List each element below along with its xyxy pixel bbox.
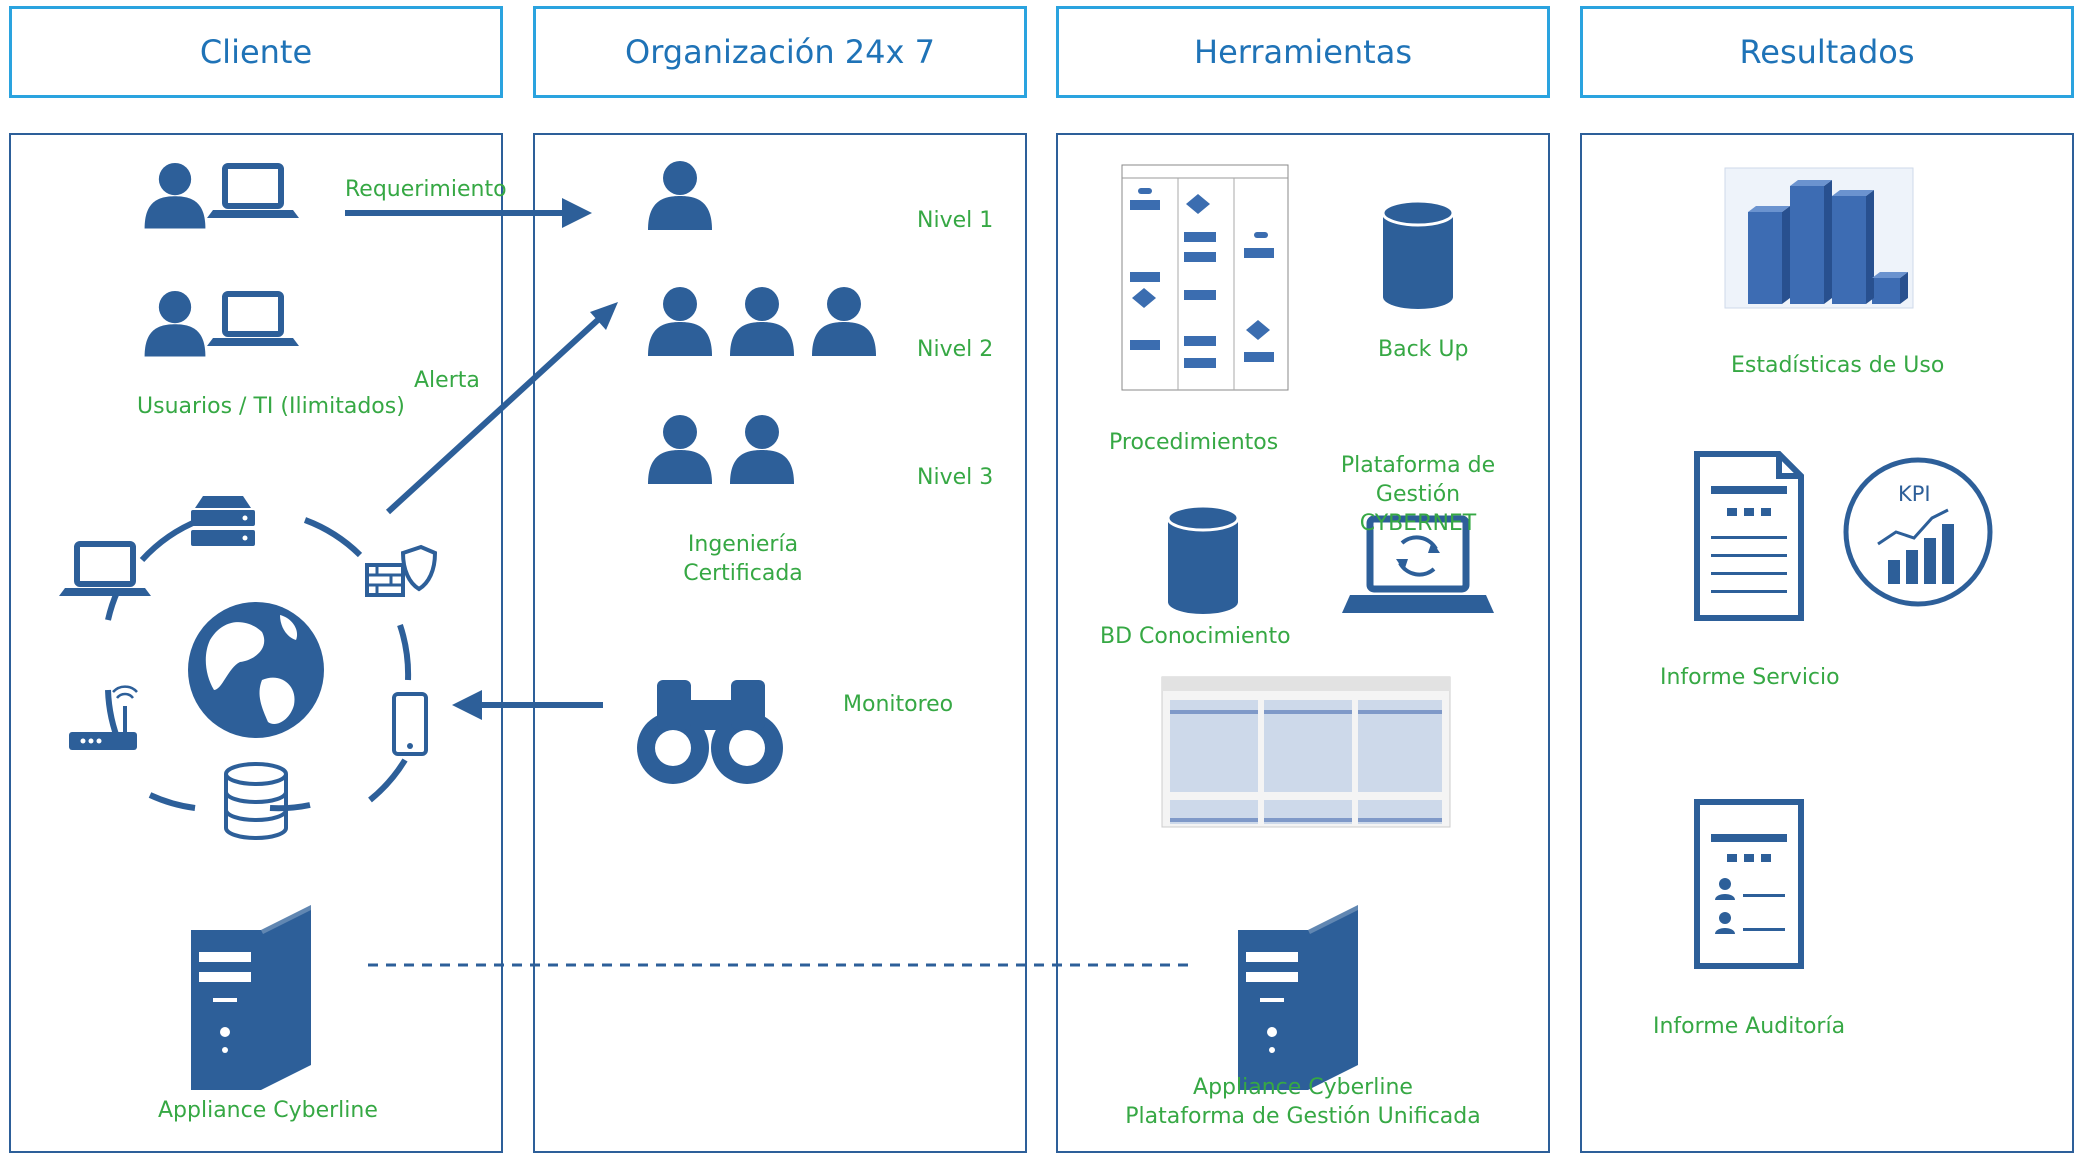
cliente-appliance-label: Appliance Cyberline [158, 1098, 378, 1123]
plataforma-cybernet-label: Plataforma de Gestión CYBERNET [1340, 453, 1496, 536]
header-herramientas-label: Herramientas [1194, 33, 1412, 71]
alerta-arrow [385, 302, 618, 515]
globe-icon [188, 602, 324, 738]
nivel2-person-icon-1 [648, 287, 712, 356]
estadisticas-bar-chart-thumbnail [1724, 167, 1914, 309]
nivel1-label: Nivel 1 [917, 208, 994, 233]
nivel1-person-icon [648, 161, 712, 230]
database-icon [224, 762, 288, 840]
header-organizacion: Organización 24x 7 [533, 6, 1027, 98]
sync-laptop-icon [1342, 515, 1494, 613]
firewall-shield-icon [365, 544, 438, 597]
binoculars-icon [637, 680, 783, 784]
requerimiento-arrow [345, 198, 592, 228]
monitoreo-arrow [452, 690, 603, 720]
kpi-label: KPI [1898, 482, 1931, 506]
estadisticas-label: Estadísticas de Uso [1731, 353, 1945, 378]
header-resultados-label: Resultados [1739, 33, 1915, 71]
nivel3-label: Nivel 3 [917, 465, 994, 490]
nivel2-person-icon-3 [812, 287, 876, 356]
plataforma-dashboard-thumbnail [1161, 676, 1451, 828]
router-icon [69, 685, 138, 750]
bd-cylinder-icon [1166, 504, 1240, 616]
nivel3-person-icon-1 [648, 415, 712, 484]
informe-servicio-label: Informe Servicio [1660, 665, 1840, 690]
nivel3-person-icon-2 [730, 415, 794, 484]
bd-conocimiento-label: BD Conocimiento [1100, 624, 1291, 649]
nivel2-label: Nivel 2 [917, 337, 994, 362]
monitoreo-label: Monitoreo [843, 692, 954, 717]
appliance-server-icon [191, 905, 311, 1090]
laptop-icon [59, 544, 151, 596]
backup-label: Back Up [1378, 337, 1469, 362]
nivel2-person-icon-2 [730, 287, 794, 356]
alerta-label: Alerta [414, 368, 480, 393]
header-cliente-label: Cliente [199, 33, 313, 71]
mobile-phone-icon [392, 692, 428, 756]
procedimientos-flowchart-thumbnail [1121, 164, 1289, 391]
server-rack-icon [191, 496, 255, 546]
header-organizacion-label: Organización 24x 7 [625, 33, 935, 71]
informe-auditoria-label: Informe Auditoría [1653, 1014, 1846, 1039]
informe-auditoria-doc-icon [1694, 799, 1804, 969]
user-laptop-icon-2 [144, 290, 299, 357]
herramientas-server-icon [1238, 905, 1358, 1090]
herramientas-appliance-label: Appliance Cyberline Plataforma de Gestió… [1125, 1075, 1481, 1129]
user-laptop-icon-1 [144, 162, 299, 229]
backup-cylinder-icon [1381, 199, 1455, 311]
procedimientos-label: Procedimientos [1109, 430, 1279, 455]
requerimiento-label: Requerimiento [345, 177, 507, 202]
header-herramientas: Herramientas [1056, 6, 1550, 98]
usuarios-label: Usuarios / TI (Ilimitados) [137, 394, 405, 419]
header-resultados: Resultados [1580, 6, 2074, 98]
header-cliente: Cliente [9, 6, 503, 98]
kpi-chart-icon [1843, 457, 1993, 607]
ingenieria-label: Ingeniería Certificada [683, 532, 803, 586]
informe-servicio-doc-icon [1697, 454, 1801, 618]
